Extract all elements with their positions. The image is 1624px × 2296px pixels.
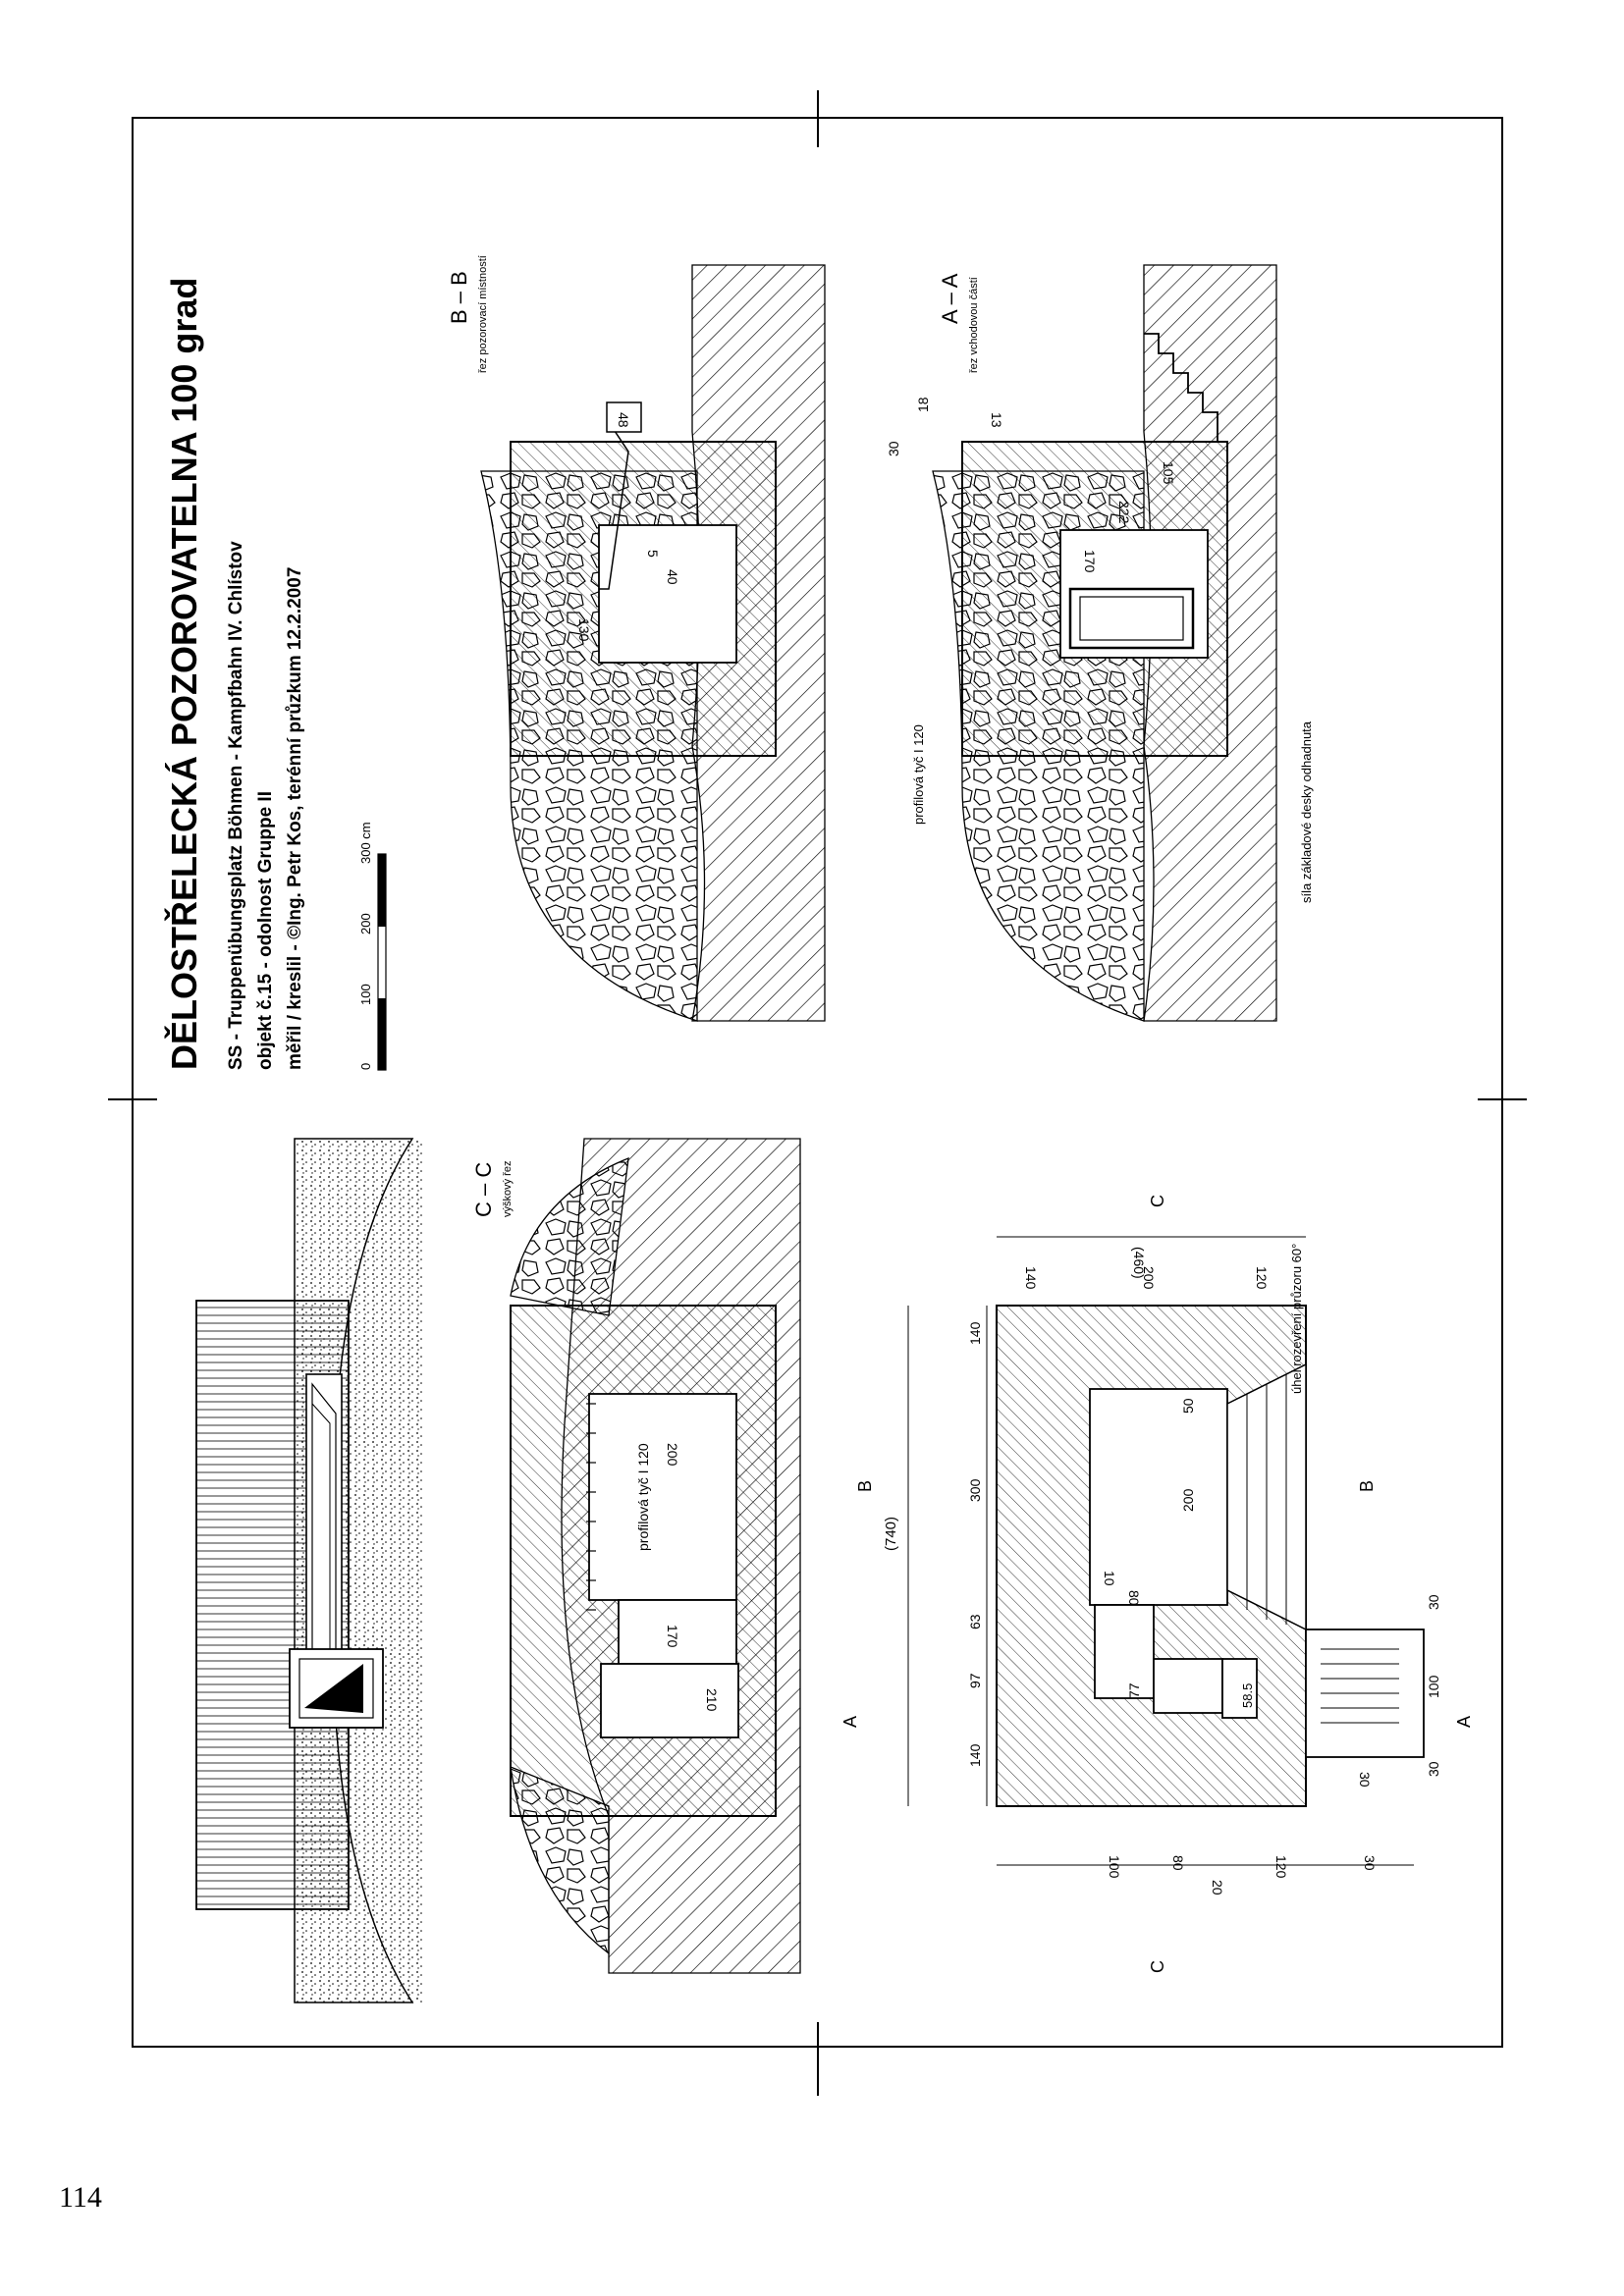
plan-inner-dim-200: 200 [1180, 1488, 1196, 1512]
plan-entry-room [1153, 1658, 1223, 1714]
cc-note-profile: profilová tyč I 120 [635, 1443, 651, 1551]
cc-dim-210: 210 [704, 1688, 720, 1712]
scale-bar: 0 100 200 300 cm [358, 822, 387, 1071]
plan-top-dim-140a: 140 [967, 1321, 983, 1345]
info-line-1: SS - Truppenübungsplatz Böhmen - Kampfba… [226, 541, 246, 1070]
cut-label-c-top: C [1148, 1195, 1167, 1207]
plan-entry-dim-100: 100 [1426, 1675, 1441, 1698]
bb-dim-48: 48 [616, 412, 631, 428]
aa-dim-105: 105 [1161, 461, 1176, 485]
plan-entry-dim-30a: 30 [1426, 1594, 1441, 1610]
aa-dim-30: 30 [886, 441, 901, 456]
section-aa: A – A řez vchodovou částí 30 18 13 105 2… [886, 264, 1314, 1022]
cc-dim-200: 200 [665, 1443, 680, 1467]
info-line-3: měřil / kreslil - ©Ing. Petr Kos, terénn… [285, 567, 305, 1070]
plan-entry-niche [1221, 1658, 1258, 1719]
aa-dim-13: 13 [989, 412, 1004, 428]
plan-total-height: (460) [1131, 1247, 1147, 1279]
scale-tick-0: 0 [358, 1063, 373, 1070]
plan-note-view-angle: úhel rozevření průzoru 60° [1289, 1244, 1304, 1394]
scale-tick-100: 100 [358, 984, 373, 1005]
aa-stairs [1144, 333, 1218, 442]
plan-left-dim-30: 30 [1362, 1855, 1378, 1871]
cc-label: C – C [471, 1162, 496, 1217]
aa-caption: řez vchodovou částí [968, 277, 980, 373]
aa-dim-170: 170 [1082, 550, 1098, 573]
plan-left-dim-80: 80 [1170, 1855, 1186, 1871]
cut-label-a-top: A [840, 1716, 860, 1728]
bb-observation-room [598, 524, 737, 664]
plan-top-dim-97: 97 [967, 1673, 983, 1688]
plan-left-dim-100: 100 [1107, 1855, 1122, 1879]
aa-note-foundation: síla základové desky odhadnuta [1299, 721, 1314, 903]
bb-dim-130: 130 [576, 618, 592, 642]
aa-note-profile: profilová tyč I 120 [911, 724, 926, 825]
plan-top-dim-63: 63 [967, 1614, 983, 1629]
exterior-view [195, 1138, 422, 2003]
plan-inner-dim-10: 10 [1102, 1571, 1117, 1586]
plan-entry-dim-30c: 30 [1357, 1772, 1373, 1788]
plan-entry-dim-30b: 30 [1426, 1761, 1441, 1777]
plan-inner-dim-77: 77 [1126, 1682, 1142, 1698]
aa-opening [1068, 587, 1195, 650]
cc-room-mid [618, 1599, 737, 1665]
plan-right-dim-120: 120 [1254, 1266, 1270, 1290]
section-bb: B – B řez pozorovací místností 48 5 40 1… [447, 255, 826, 1022]
cc-dim-170: 170 [665, 1625, 680, 1648]
info-line-2: objekt č.15 - odolnost Gruppe II [255, 791, 276, 1070]
title-block: DĚLOSTŘELECKÁ POZOROVATELNA 100 grad SS … [163, 278, 387, 1071]
scale-tick-200: 200 [358, 913, 373, 934]
bb-caption: řez pozorovací místností [477, 255, 489, 373]
bb-label: B – B [447, 271, 471, 324]
cc-caption: výškový řez [502, 1161, 514, 1217]
plan-inner-dim-50: 50 [1180, 1398, 1196, 1414]
plan-left-dim-20: 20 [1210, 1880, 1225, 1896]
cc-room-upper [588, 1393, 737, 1601]
scale-tick-300: 300 cm [358, 822, 373, 864]
plan-inner-dim-80: 80 [1126, 1590, 1142, 1606]
plan-room-observation [1089, 1388, 1228, 1606]
plan-inner-dim-58-5: 58.5 [1240, 1683, 1255, 1708]
floor-plan: (740) 140 300 63 97 140 (460) 140 200 12… [840, 1195, 1474, 1973]
plan-right-dim-140: 140 [1023, 1266, 1039, 1290]
plan-top-dim-300: 300 [967, 1478, 983, 1502]
cut-label-c-bottom: C [1148, 1960, 1167, 1973]
aa-label: A – A [938, 273, 962, 324]
plan-total-width: (740) [883, 1517, 899, 1551]
drawing-title: DĚLOSTŘELECKÁ POZOROVATELNA 100 grad [163, 278, 204, 1070]
cut-label-b-bottom: B [1357, 1480, 1377, 1492]
plan-right-dim-200: 200 [1141, 1266, 1157, 1290]
page-number: 114 [59, 2181, 102, 2214]
aa-dim-18: 18 [915, 397, 931, 412]
bb-dim-5: 5 [645, 550, 661, 558]
plan-top-dim-140b: 140 [967, 1743, 983, 1767]
cc-room-lower [600, 1663, 739, 1738]
bb-dim-40: 40 [665, 569, 680, 585]
aa-dim-222: 222 [1116, 501, 1132, 524]
plan-passage [1094, 1604, 1155, 1699]
section-cc: C – C výškový řez profilová tyč I 120 20… [471, 1138, 801, 1974]
plan-left-dim-120: 120 [1273, 1855, 1289, 1879]
cut-label-b-top: B [855, 1480, 875, 1492]
cut-label-a-bottom: A [1454, 1716, 1474, 1728]
